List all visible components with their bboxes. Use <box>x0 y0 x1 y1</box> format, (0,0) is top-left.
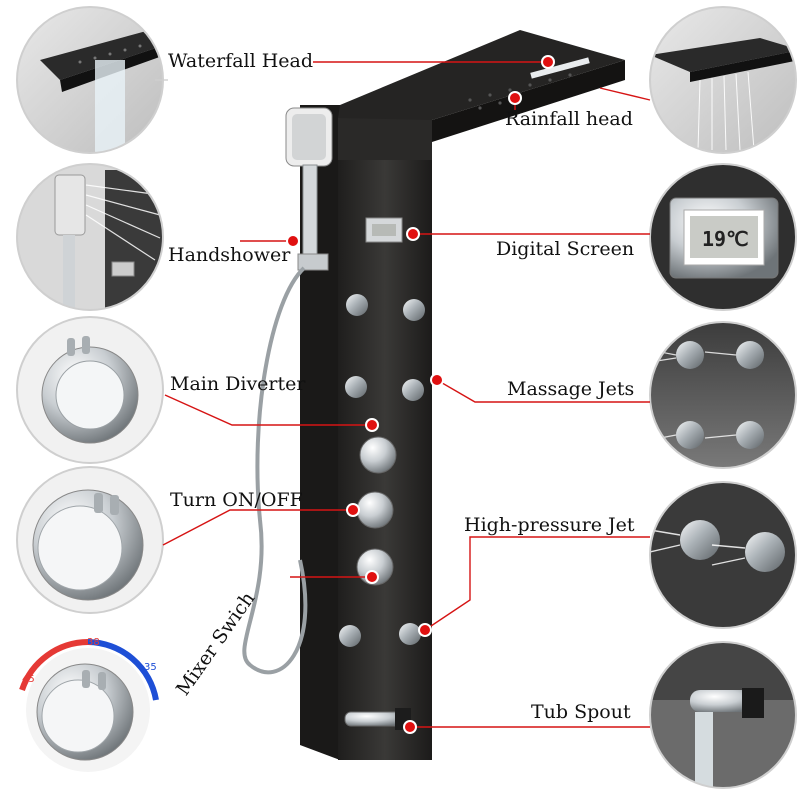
label-main-diverter: Main Diverter <box>170 373 306 395</box>
scale-low: 45 <box>22 674 35 685</box>
handshower-detail <box>17 164 163 310</box>
label-tub-spout: Tub Spout <box>531 701 631 723</box>
marker-handshower <box>286 234 300 248</box>
markers <box>286 55 555 734</box>
tub-spout-detail <box>650 642 796 788</box>
marker-high-pressure-jet <box>418 623 432 637</box>
marker-tub-spout <box>403 720 417 734</box>
marker-digital-screen <box>406 227 420 241</box>
label-turn-on-off: Turn ON/OFF <box>170 489 303 511</box>
panel-knobs <box>356 436 397 586</box>
marker-rainfall-head <box>508 91 522 105</box>
massage-jets-detail <box>650 322 796 468</box>
leader-lines <box>155 61 651 728</box>
label-handshower: Handshower <box>168 244 291 266</box>
panel-handshower <box>242 107 333 675</box>
mixer-switch-detail <box>19 639 159 772</box>
marker-turn-on-off <box>346 503 360 517</box>
main-diverter-detail <box>17 317 163 463</box>
panel-digital-display <box>365 217 403 243</box>
scale-high: 35 <box>144 662 157 673</box>
label-rainfall-head: Rainfall head <box>505 108 633 130</box>
marker-mixer-switch <box>365 570 379 584</box>
turn-on-off-detail <box>17 467 163 613</box>
panel-jets <box>339 294 425 647</box>
panel-tub-spout <box>344 708 411 730</box>
scale-mid: 38 <box>87 637 100 648</box>
label-massage-jets: Massage Jets <box>507 378 635 400</box>
marker-main-diverter <box>365 418 379 432</box>
marker-massage-jets <box>430 373 444 387</box>
label-digital-screen: Digital Screen <box>496 238 635 260</box>
label-high-pressure-jet: High-pressure Jet <box>464 514 635 536</box>
marker-waterfall-head <box>541 55 555 69</box>
rainfall-head-detail <box>650 7 796 153</box>
thermometer-readout: 19℃ <box>702 227 749 251</box>
waterfall-head-detail <box>17 7 163 153</box>
digital-screen-detail <box>650 164 796 310</box>
label-waterfall-head: Waterfall Head <box>168 50 314 72</box>
high-pressure-jet-detail <box>650 482 796 628</box>
